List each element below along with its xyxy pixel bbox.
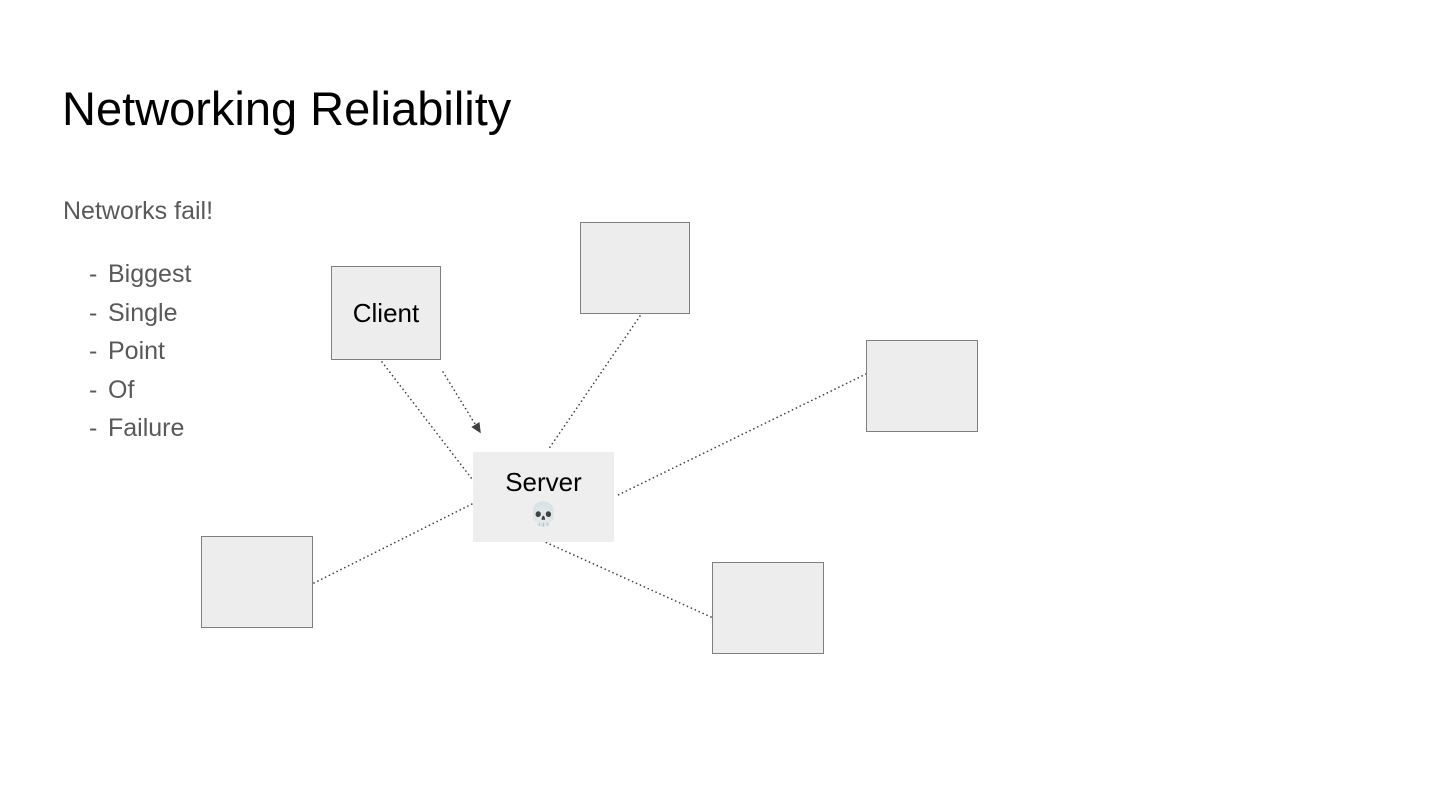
- list-item: - Of: [63, 376, 363, 415]
- list-item-label: Of: [108, 375, 135, 404]
- node-bottom-left[interactable]: [201, 536, 313, 628]
- node-server-label: Server: [505, 466, 582, 497]
- bullet-list: - Biggest - Single - Point - Of - Failur…: [63, 260, 363, 453]
- bullet-dash-icon: -: [89, 414, 98, 442]
- connector-top-to-server: [547, 315, 641, 451]
- node-client-label: Client: [352, 298, 420, 328]
- list-item: - Biggest: [63, 260, 363, 299]
- list-item-label: Point: [108, 337, 165, 365]
- bullet-dash-icon: -: [89, 260, 98, 288]
- node-bottom-right[interactable]: [712, 562, 824, 654]
- connector-bottom-right-to-server: [544, 541, 712, 618]
- body-lead-text: Networks fail!: [63, 197, 214, 225]
- bullet-dash-icon: -: [89, 337, 98, 365]
- node-right[interactable]: [866, 340, 978, 432]
- connector-right-to-server: [615, 373, 867, 497]
- bullet-dash-icon: -: [89, 298, 98, 327]
- node-client[interactable]: Client: [331, 266, 441, 360]
- node-top[interactable]: [580, 222, 690, 314]
- list-item-label: Failure: [108, 414, 185, 442]
- connector-client-to-server-arrow: [442, 371, 481, 434]
- connector-bottom-left-to-server: [313, 501, 477, 584]
- list-item: - Single: [63, 299, 363, 338]
- node-server[interactable]: Server 💀: [473, 452, 614, 542]
- list-item-label: Biggest: [108, 260, 192, 288]
- bullet-dash-icon: -: [89, 375, 98, 404]
- list-item: - Point: [63, 337, 363, 376]
- list-item: - Failure: [63, 414, 363, 453]
- page-title: Networking Reliability: [62, 82, 512, 135]
- skull-icon: 💀: [529, 500, 558, 527]
- list-item-label: Single: [108, 298, 178, 327]
